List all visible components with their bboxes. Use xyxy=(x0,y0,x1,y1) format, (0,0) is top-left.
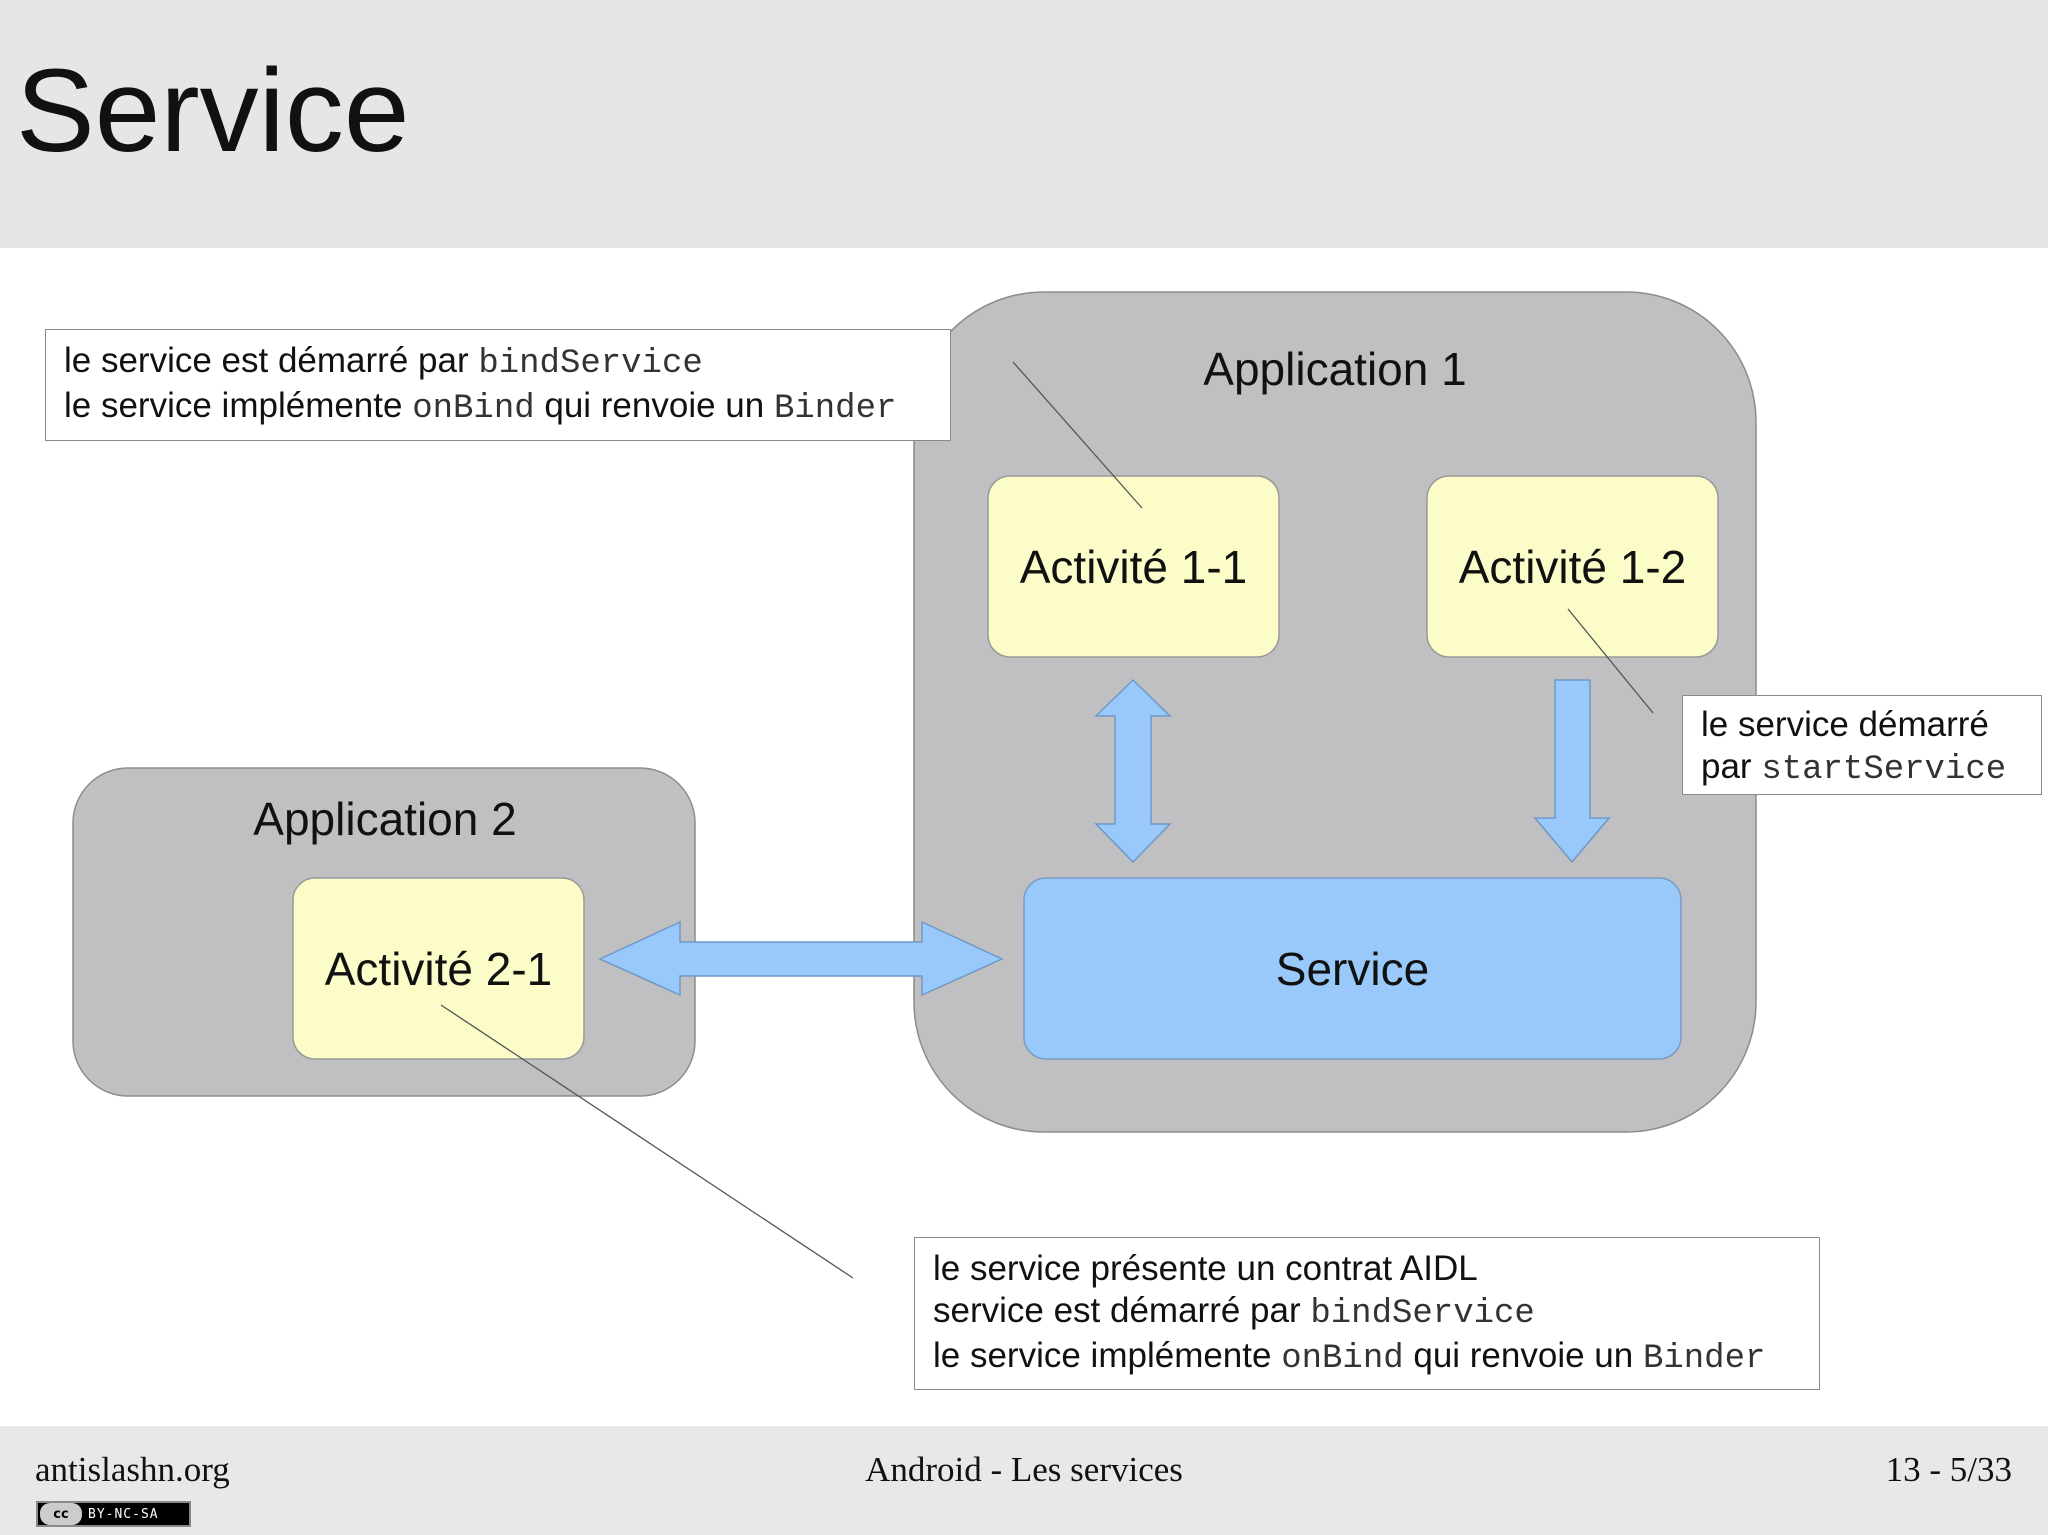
connector-line-top xyxy=(1012,361,1143,509)
slide-title: Service xyxy=(16,45,410,177)
note-text: par xyxy=(1701,747,1762,786)
note-text: le service implémente xyxy=(64,386,413,425)
note-line: service est démarré par bindService xyxy=(933,1290,1819,1335)
activity-1-2-label: Activité 1-2 xyxy=(1458,540,1687,593)
note-line: le service présente un contrat AIDL xyxy=(933,1248,1819,1290)
note-code: onBind xyxy=(412,390,535,428)
activity-1-2-box xyxy=(1426,475,1719,658)
note-code: bindService xyxy=(1310,1295,1535,1333)
activity-1-1-box xyxy=(987,475,1280,658)
activity-2-1-label: Activité 2-1 xyxy=(324,942,553,995)
note-code: Binder xyxy=(773,390,897,428)
footer-site: antislashn.org xyxy=(35,1450,230,1489)
connector-line-bottom xyxy=(440,1004,854,1279)
note-text: qui renvoie un xyxy=(534,386,774,425)
note-startservice: le service démarré par startService xyxy=(1682,695,2042,795)
note-line: le service démarré xyxy=(1701,704,2041,746)
note-text: le service présente un contrat AIDL xyxy=(933,1249,1478,1288)
double-arrow-horizontal xyxy=(598,920,1004,997)
application-2-label: Application 2 xyxy=(253,793,517,845)
cc-logo-icon: cc xyxy=(40,1503,82,1525)
note-text: service est démarré par xyxy=(933,1291,1311,1330)
note-code: Binder xyxy=(1642,1340,1766,1378)
double-arrow-vertical xyxy=(1094,678,1172,864)
note-text: le service est démarré par xyxy=(64,341,479,380)
note-text: le service implémente xyxy=(933,1336,1282,1375)
connector-line-right xyxy=(1567,608,1654,714)
note-code: onBind xyxy=(1281,1340,1404,1378)
note-code: startService xyxy=(1761,751,2007,789)
note-line: par startService xyxy=(1701,746,2041,791)
note-line: le service implémente onBind qui renvoie… xyxy=(64,385,950,430)
cc-license-badge: cc BY-NC-SA xyxy=(36,1501,191,1527)
cc-license-text: BY-NC-SA xyxy=(88,1506,159,1522)
slide-footer: antislashn.org Android - Les services 13… xyxy=(0,1426,2048,1535)
service-label: Service xyxy=(1275,942,1430,995)
activity-2-1-box xyxy=(292,877,585,1060)
note-text: le service démarré xyxy=(1701,705,1989,744)
slide-header: Service xyxy=(0,0,2048,248)
footer-page-number: 13 - 5/33 xyxy=(1885,1450,2012,1489)
note-text: qui renvoie un xyxy=(1403,1336,1643,1375)
footer-title: Android - Les services xyxy=(865,1450,1183,1489)
note-line: le service implémente onBind qui renvoie… xyxy=(933,1335,1819,1380)
note-bindservice-top: le service est démarré par bindService l… xyxy=(45,329,951,441)
arrow-down xyxy=(1533,679,1611,864)
note-code: bindService xyxy=(478,345,703,383)
service-box xyxy=(1023,877,1682,1060)
note-line: le service est démarré par bindService xyxy=(64,340,950,385)
note-aidl: le service présente un contrat AIDL serv… xyxy=(914,1237,1820,1390)
activity-1-1-label: Activité 1-1 xyxy=(1019,540,1248,593)
application-1-label: Application 1 xyxy=(1203,343,1467,395)
